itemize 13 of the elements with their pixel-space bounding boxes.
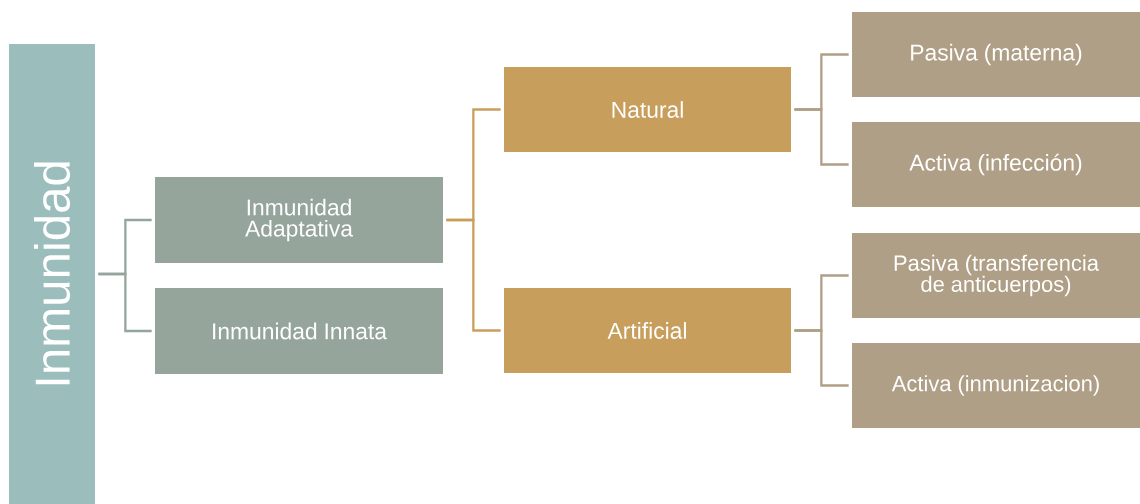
connector-line: [794, 108, 849, 166]
category-box: Activa (infección): [852, 122, 1140, 207]
category-box: Inmunidad Adaptativa: [155, 177, 443, 263]
connector-line: [794, 329, 849, 387]
category-box: Pasiva (transferencia de anticuerpos): [852, 233, 1140, 318]
connector-line: [98, 272, 152, 333]
category-box: Artificial: [504, 288, 791, 373]
connector-line: [446, 218, 501, 332]
category-box: Pasiva (materna): [852, 12, 1140, 97]
category-box: Inmunidad Innata: [155, 288, 443, 374]
category-box: Activa (inmunizacion): [852, 343, 1140, 428]
vertical-title-bar: Inmunidad: [9, 44, 95, 504]
category-box: Natural: [504, 67, 791, 152]
